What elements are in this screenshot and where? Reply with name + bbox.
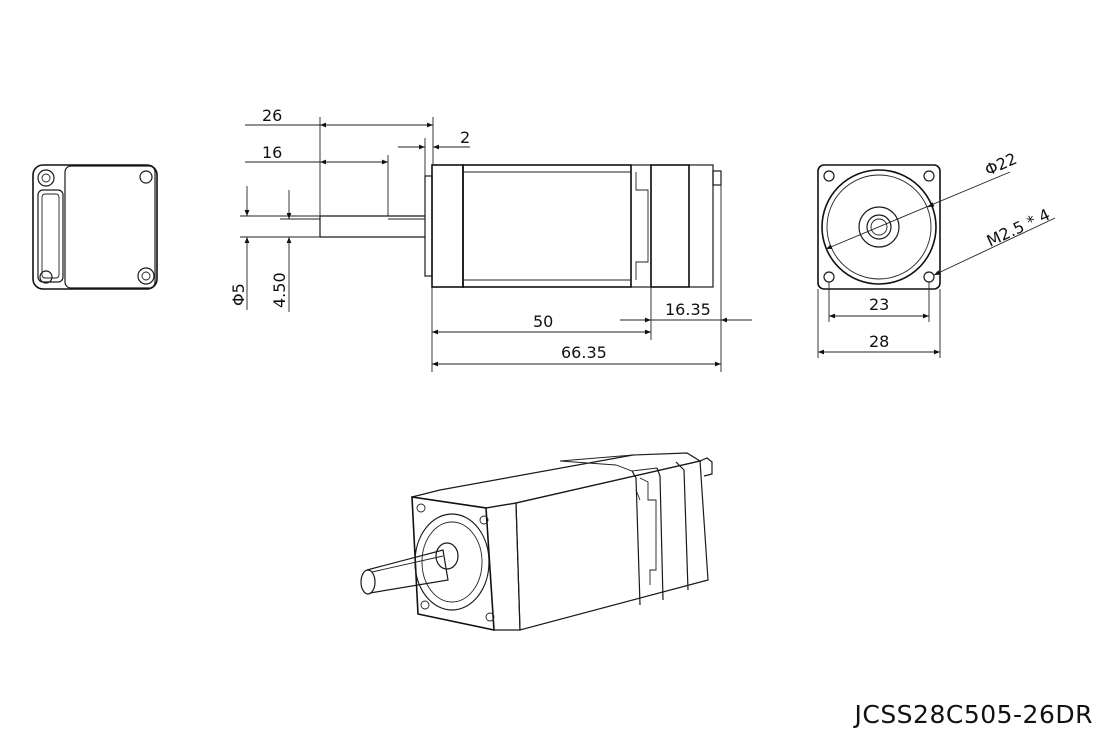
rear-view xyxy=(32,164,158,290)
dim-shaft-total: 26 xyxy=(262,106,282,125)
dim-shaft-flat: 16 xyxy=(262,143,282,162)
dim-pilot-diameter: Φ22 xyxy=(982,149,1020,180)
isometric-view xyxy=(360,452,713,632)
dim-mount-holes: M2.5 * 4 xyxy=(984,205,1053,251)
front-view: Φ22 M2.5 * 4 23 28 xyxy=(817,149,1056,358)
dim-encoder-length: 16.35 xyxy=(665,300,711,319)
side-dimensions: 26 16 2 Φ5 4.50 50 xyxy=(229,106,752,372)
dim-flange-width: 28 xyxy=(869,332,889,351)
dim-body-length: 50 xyxy=(533,312,553,331)
side-view xyxy=(319,164,722,288)
dim-total-length: 66.35 xyxy=(561,343,607,362)
dim-shaft-diameter: Φ5 xyxy=(229,283,248,306)
model-number: JCSS28C505-26DR xyxy=(854,700,1093,729)
dim-flat-height: 4.50 xyxy=(270,272,289,308)
dim-boss: 2 xyxy=(460,128,470,147)
dim-hole-spacing: 23 xyxy=(869,295,889,314)
